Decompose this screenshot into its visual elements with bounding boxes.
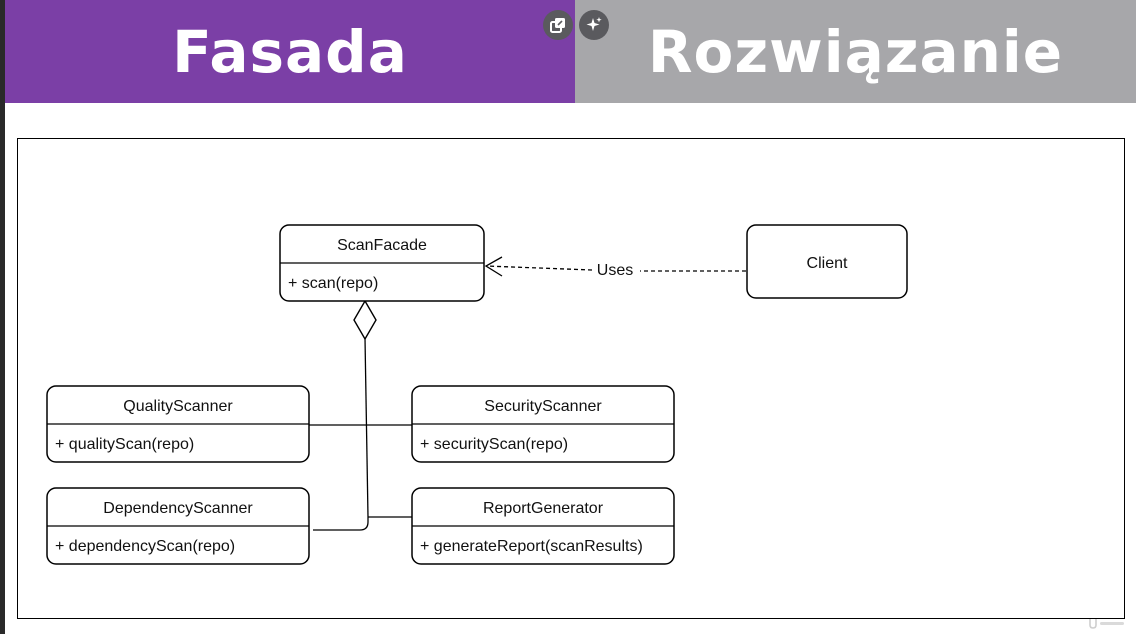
class-client[interactable]: Client [746, 224, 908, 299]
watermark-logo [1088, 617, 1128, 632]
class-name: ScanFacade [337, 237, 427, 254]
sparkle-icon [586, 17, 602, 31]
class-method: + dependencyScan(repo) [55, 538, 235, 555]
class-method: + qualityScan(repo) [55, 436, 194, 453]
class-method: + generateReport(scanResults) [420, 538, 643, 555]
class-security-scanner[interactable]: SecurityScanner + securityScan(repo) [411, 385, 675, 463]
class-dependency-scanner[interactable]: DependencyScanner + dependencyScan(repo) [46, 487, 310, 565]
uses-arrowhead [484, 256, 503, 277]
uses-label: Uses [597, 262, 633, 279]
class-method: + scan(repo) [288, 275, 378, 292]
class-scan-facade[interactable]: ScanFacade + scan(repo) [279, 224, 485, 302]
title-banner-right: Rozwiązanie [575, 0, 1136, 103]
aggregation-trunk [364, 337, 369, 518]
title-rozwiazanie: Rozwiązanie [647, 17, 1064, 86]
class-name: DependencyScanner [103, 500, 253, 517]
title-fasada: Fasada [172, 17, 408, 86]
udemy-logo-icon [1089, 619, 1124, 629]
class-method: + securityScan(repo) [420, 436, 568, 453]
class-name: SecurityScanner [484, 398, 602, 415]
class-name: Client [807, 255, 848, 272]
uses-relation: Uses [484, 256, 746, 279]
aggregation-connectors [308, 299, 412, 531]
aggregation-diamond [353, 299, 377, 341]
uses-line-left [485, 265, 593, 271]
popout-icon [550, 18, 565, 33]
class-quality-scanner[interactable]: QualityScanner + qualityScan(repo) [46, 385, 310, 463]
title-banner-left: Fasada [5, 0, 575, 103]
class-name: QualityScanner [123, 398, 233, 415]
class-name: ReportGenerator [483, 500, 604, 517]
class-report-generator[interactable]: ReportGenerator + generateReport(scanRes… [411, 487, 675, 565]
ai-sparkle-button[interactable] [579, 10, 609, 40]
popout-button[interactable] [543, 10, 573, 40]
dependency-link [313, 517, 369, 531]
left-edge-bar [0, 0, 5, 634]
